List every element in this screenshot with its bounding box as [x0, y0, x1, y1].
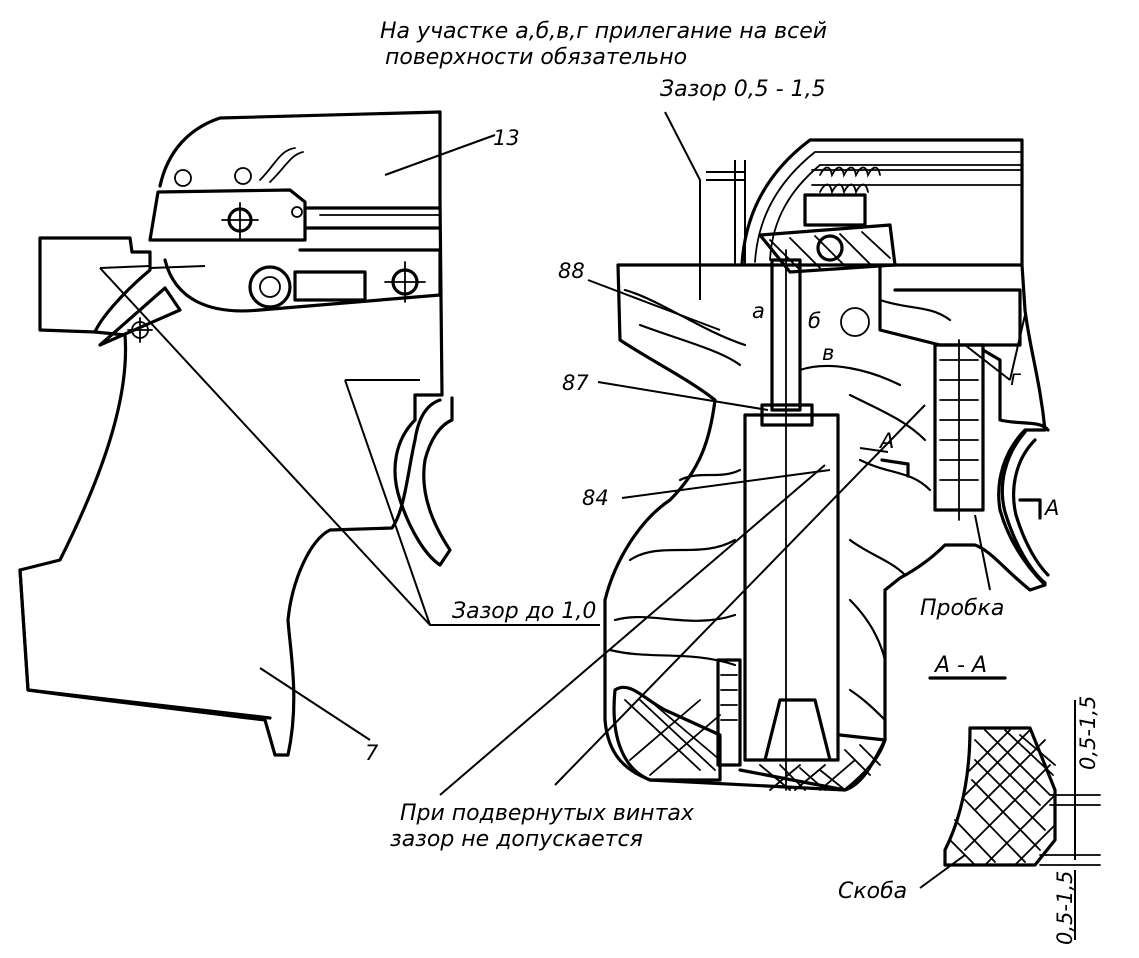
label-part-13: 13: [493, 126, 520, 150]
label-part-7: 7: [365, 741, 379, 765]
label-zone-v: в: [822, 341, 834, 365]
label-plug: Пробка: [920, 596, 1004, 621]
label-zone-g: г: [1010, 366, 1022, 390]
mount-plate: [148, 188, 307, 242]
label-bracket: Скоба: [838, 879, 907, 904]
section-aa-detail: [943, 700, 1101, 940]
tube-84: [743, 413, 840, 762]
trigger-guard-right: [1000, 430, 1047, 585]
grip-outline-7: [38, 236, 152, 334]
note-top-line1: На участке а,б,в,г прилегание на всей: [380, 19, 827, 44]
note-gap-mid: Зазор до 1,0: [452, 599, 596, 624]
label-part-84: 84: [582, 486, 609, 510]
dim-lower: 0,5-1,5: [1053, 871, 1077, 945]
right-section-view: [603, 138, 1050, 792]
label-zone-b: б: [808, 309, 821, 333]
section-mark-left: А: [878, 429, 894, 453]
label-section-aa: А - А: [933, 653, 987, 678]
note-top-line2: поверхности обязательно: [385, 45, 687, 70]
text-labels: На участке а,б,в,г прилегание на всей по…: [365, 19, 1100, 945]
note-bottom-line2: зазор не допускается: [390, 827, 643, 852]
label-part-87: 87: [562, 371, 589, 395]
leader-lines: [99, 111, 1026, 889]
label-part-88: 88: [558, 259, 585, 283]
note-bottom-line1: При подвернутых винтах: [400, 801, 695, 826]
dim-upper: 0,5-1,5: [1076, 696, 1100, 770]
receiver-block-13: [158, 110, 444, 422]
left-exterior-view: [18, 110, 454, 757]
trigger-guard-left: [393, 396, 454, 567]
label-zone-a: а: [752, 299, 765, 323]
section-mark-right: А: [1043, 496, 1059, 520]
note-gap-top: Зазор 0,5 - 1,5: [660, 77, 826, 102]
